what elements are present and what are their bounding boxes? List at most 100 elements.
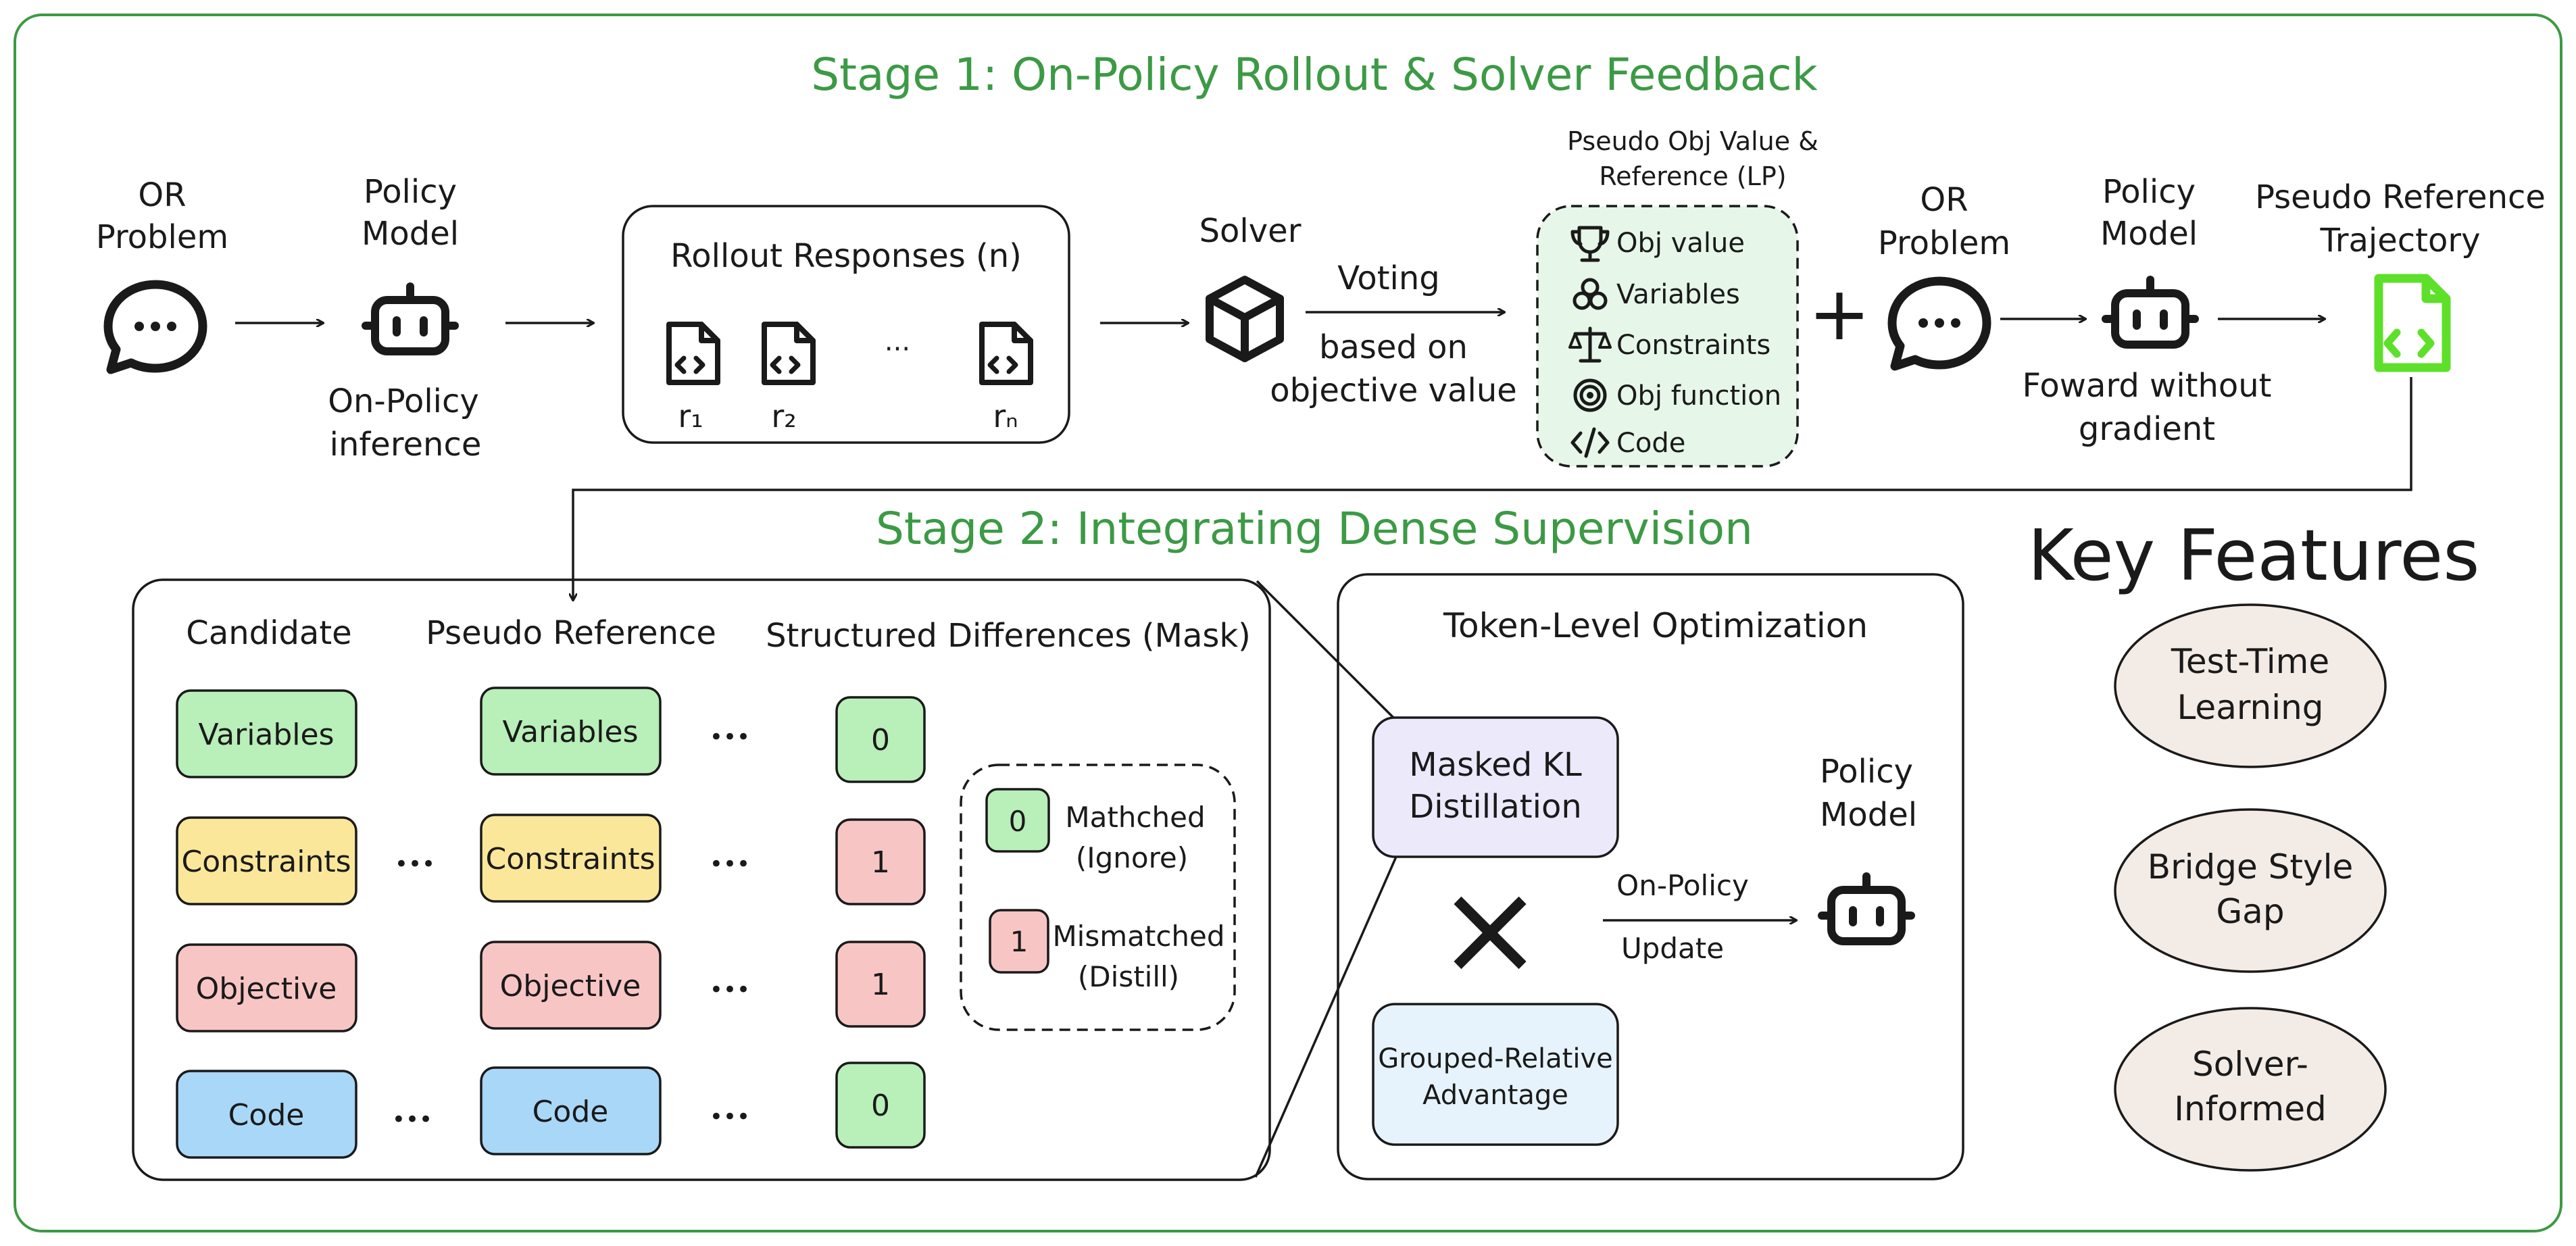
svg-text:inference: inference (330, 426, 482, 464)
masked-kl-box (1372, 716, 1619, 858)
plus-sign: + (1808, 270, 1871, 357)
candidate-objective (176, 943, 357, 1032)
svg-text:(Distill): (Distill) (1078, 960, 1179, 993)
robot-icon (2106, 280, 2195, 345)
key-features-title: Key Features (2028, 514, 2480, 597)
pseudo-reference-trajectory-label: Pseudo Reference Trajectory (2255, 178, 2546, 259)
chat-icon (108, 284, 203, 370)
candidate-header: Candidate (186, 614, 351, 652)
trophy-icon (1570, 226, 1610, 262)
stage1-title: Stage 1: On-Policy Rollout & Solver Feed… (811, 49, 1818, 101)
token-level-title: Token-Level Optimization (1443, 606, 1868, 645)
legend-mismatched-label: Mismatched (Distill) (1052, 920, 1224, 993)
mask-cell (835, 818, 926, 905)
svg-text:based on: based on (1319, 328, 1468, 366)
on-policy-label: On-Policy (1616, 869, 1749, 902)
reference-code-label: Code (532, 1095, 609, 1129)
svg-text:Gap: Gap (2216, 892, 2284, 931)
svg-text:Masked KL: Masked KL (1409, 746, 1582, 784)
svg-text:OR: OR (1920, 181, 1968, 219)
token-level-panel (1337, 573, 1964, 1180)
legend-matched-swatch (985, 788, 1050, 853)
reference-variables-label: Variables (502, 715, 638, 749)
svg-text:Grouped-Relative: Grouped-Relative (1378, 1043, 1613, 1074)
candidate-constraints (176, 816, 357, 905)
on-policy-inference-label: On-Policy inference (328, 382, 481, 464)
reference-objective (480, 941, 662, 1030)
svg-text:Mathched: Mathched (1065, 801, 1205, 834)
reference-variables (480, 687, 662, 776)
outer-frame (14, 14, 2562, 1232)
code-file-icon (982, 324, 1031, 382)
mask-value: 0 (871, 1089, 890, 1123)
zoom-line-bottom (1254, 856, 1397, 1178)
robot-icon (1822, 876, 1911, 941)
mask-value: 1 (871, 845, 890, 880)
structured-diff-panel (132, 578, 1271, 1181)
or-problem-label-2: OR Problem (1878, 181, 2010, 262)
svg-text:Policy: Policy (2102, 173, 2196, 211)
candidate-variables (176, 689, 357, 778)
forward-without-gradient-label: Foward without gradient (2023, 367, 2272, 448)
code-icon (1570, 427, 1610, 458)
feature-ellipse (2114, 603, 2387, 768)
connector-trajectory-to-stage2 (573, 377, 2412, 600)
grouped-advantage-label: Grouped-Relative Advantage (1378, 1043, 1613, 1111)
svg-text:Model: Model (1820, 796, 1917, 834)
svg-text:Pseudo Obj Value &: Pseudo Obj Value & (1567, 126, 1818, 156)
feature-solver-informed: Solver- Informed (2174, 1045, 2327, 1128)
reference-constraints-label: Constraints (485, 842, 655, 876)
svg-text:OR: OR (138, 176, 186, 214)
svg-text:Policy: Policy (1820, 753, 1913, 791)
target-icon (1573, 378, 1607, 412)
svg-text:Solver-: Solver- (2192, 1045, 2308, 1084)
pseudo-obj-title: Pseudo Obj Value & Reference (LP) (1567, 126, 1818, 191)
svg-text:(Ignore): (Ignore) (1076, 841, 1188, 874)
row-ellipsis: ••• (710, 976, 750, 1003)
legend-matched-label: Mathched (Ignore) (1065, 801, 1205, 874)
svg-text:Mismatched: Mismatched (1052, 920, 1224, 953)
feature-ellipse (2114, 1007, 2387, 1172)
lp-item-label: Obj value (1616, 228, 1745, 259)
solver-label: Solver (1199, 212, 1302, 250)
scale-icon (1568, 326, 1612, 363)
svg-text:Distillation: Distillation (1409, 788, 1582, 826)
svg-text:Test-Time: Test-Time (2171, 642, 2329, 681)
svg-text:Learning: Learning (2177, 688, 2323, 727)
based-on-objective-label: based on objective value (1270, 328, 1517, 409)
cube-icon (1206, 276, 1284, 362)
lp-item-label: Code (1616, 428, 1685, 459)
voting-label: Voting (1337, 259, 1440, 297)
reference-code (480, 1066, 662, 1155)
candidate-code (176, 1070, 357, 1159)
svg-text:Problem: Problem (96, 218, 228, 256)
svg-text:Pseudo Reference: Pseudo Reference (2255, 178, 2546, 216)
multiply-sign: × (1436, 854, 1543, 1003)
reference-constraints (480, 814, 662, 903)
row-ellipsis: ••• (710, 851, 750, 878)
lp-item-label: Constraints (1616, 330, 1770, 361)
svg-text:Foward without: Foward without (2023, 367, 2272, 405)
code-file-icon (669, 324, 718, 382)
svg-text:objective value: objective value (1270, 372, 1517, 409)
policy-model-label-2: Policy Model (2100, 173, 2198, 253)
row-ellipsis: ••• (710, 724, 750, 751)
legend-matched-value: 0 (1009, 805, 1027, 838)
reference-objective-label: Objective (500, 969, 641, 1003)
feature-test-time-learning: Test-Time Learning (2171, 642, 2329, 727)
mask-value: 1 (871, 968, 890, 1002)
candidate-constraints-label: Constraints (181, 845, 351, 879)
zoom-line-top (1256, 580, 1395, 719)
row-ellipsis: ••• (710, 1103, 750, 1130)
rollout-r2: r₂ (771, 398, 796, 434)
chat-icon (1892, 281, 1987, 366)
row-ellipsis: ••• (392, 1106, 432, 1133)
svg-text:Model: Model (2100, 215, 2198, 253)
grouped-advantage-box (1372, 1003, 1619, 1146)
svg-text:Model: Model (362, 215, 459, 253)
svg-text:Problem: Problem (1878, 224, 2010, 262)
svg-text:Bridge Style: Bridge Style (2148, 847, 2353, 887)
rollout-r1: r₁ (678, 398, 703, 434)
mask-cell (835, 941, 926, 1028)
